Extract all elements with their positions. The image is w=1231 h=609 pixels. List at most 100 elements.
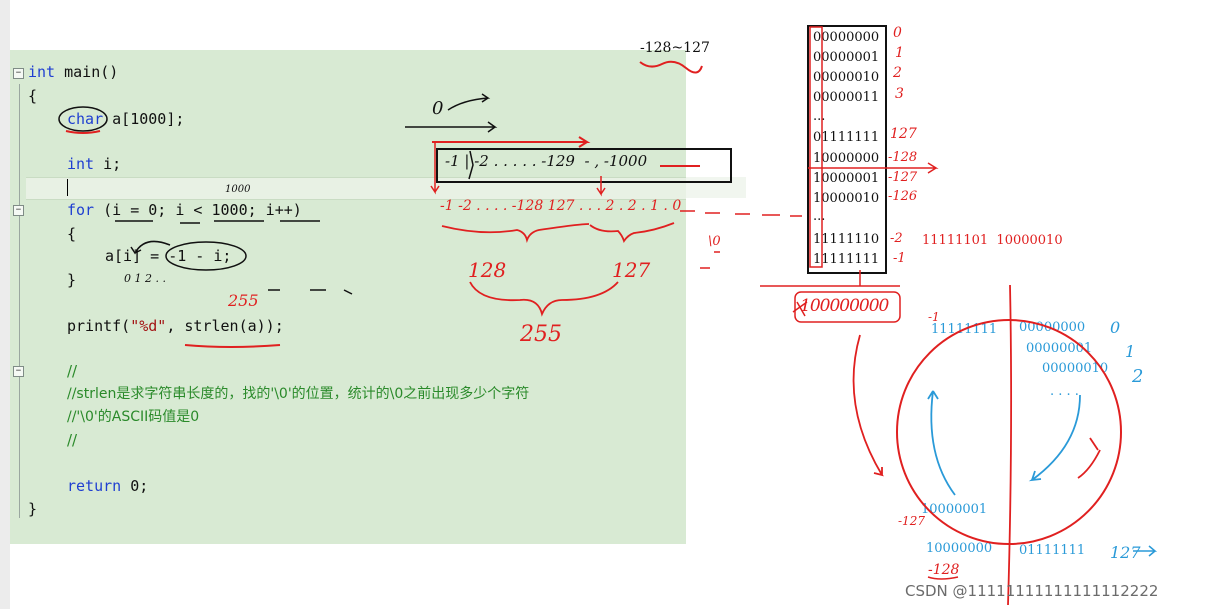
printf-format-string: "%d" bbox=[130, 317, 167, 335]
circle-label-00000010: 00000010 bbox=[1042, 361, 1109, 376]
printf-underline bbox=[184, 344, 281, 348]
table-bottom-red-line bbox=[760, 270, 900, 287]
brace-big bbox=[469, 281, 619, 317]
circle-count-1: 1 bbox=[1125, 342, 1136, 361]
code-line-printf: printf("%d", strlen(a)); bbox=[67, 316, 284, 336]
overflow-box bbox=[794, 291, 901, 323]
minus128-underline bbox=[927, 576, 959, 580]
wheel-blue-arrow-left bbox=[927, 390, 956, 496]
table-row: 00000000 bbox=[813, 30, 880, 45]
circle-label-10000001: 10000001 bbox=[921, 502, 988, 517]
circle-count-0: 0 bbox=[1110, 318, 1121, 337]
table-label: -127 bbox=[888, 170, 918, 185]
table-row: 10000000 bbox=[813, 151, 880, 166]
code-line-open-brace: { bbox=[28, 87, 38, 105]
table-label: 3 bbox=[895, 86, 904, 102]
table-row: 01111111 bbox=[813, 130, 880, 145]
comment-line-1: // bbox=[67, 362, 78, 380]
table-row: 10000001 bbox=[813, 171, 880, 186]
char-circle bbox=[58, 106, 108, 132]
table-label: -128 bbox=[888, 150, 918, 165]
wheel-axis bbox=[1007, 284, 1013, 606]
csdn-watermark: CSDN @11111111111111112222 bbox=[905, 582, 1159, 600]
keyword-return: return bbox=[67, 477, 122, 495]
wheel-arrow-in bbox=[852, 334, 884, 477]
circle-label-minus128: -128 bbox=[928, 562, 960, 578]
range-underline bbox=[639, 60, 703, 74]
code-editor-panel[interactable] bbox=[10, 50, 686, 544]
comment-line-3: //'\0'的ASCII码值是0 bbox=[67, 409, 200, 425]
note-1000: 1000 bbox=[225, 184, 251, 195]
printf-fn: printf( bbox=[67, 317, 131, 335]
circle-dots: . . . . bbox=[1050, 384, 1079, 399]
fold-toggle-main[interactable]: − bbox=[13, 68, 24, 79]
circle-mark-minus1: -1 bbox=[928, 310, 940, 324]
red-dash-small bbox=[700, 251, 720, 269]
top-scribble-zero: 0 bbox=[432, 98, 444, 119]
table-row: 00000011 bbox=[813, 90, 880, 105]
code-line-open-for: { bbox=[67, 225, 77, 243]
red-arrow-top bbox=[432, 136, 591, 148]
code-line-main: int main() bbox=[28, 62, 118, 82]
circle-label-10000000: 10000000 bbox=[926, 541, 993, 556]
circle-label-minus127: -127 bbox=[898, 514, 925, 528]
keyword-for: for bbox=[67, 201, 95, 219]
code-line-return: return 0; bbox=[67, 476, 148, 496]
fold-toggle-for[interactable]: − bbox=[13, 205, 24, 216]
value-sequence: -1 -2 . . . . -128 127 . . . 2 . 2 . 1 .… bbox=[440, 198, 682, 214]
value-wheel bbox=[896, 319, 1122, 545]
table-row: 00000001 bbox=[813, 50, 880, 65]
count-128: 128 bbox=[468, 258, 507, 282]
main-signature: main() bbox=[55, 63, 119, 81]
code-line-for: for (i = 0; i < 1000; i++) bbox=[67, 200, 302, 220]
wheel-bottom-arrow bbox=[1133, 545, 1158, 557]
table-row: 11111111 bbox=[813, 252, 880, 267]
comment-line-2: //strlen是求字符串长度的，找的'\0'的位置，统计的\0之前出现多少个字… bbox=[67, 386, 530, 402]
brace-right bbox=[589, 222, 675, 244]
overflow-bits: 100000000 bbox=[800, 296, 889, 316]
wheel-blue-arrow-right bbox=[1028, 394, 1081, 482]
table-red-row-mark bbox=[808, 162, 939, 174]
assign-arrow bbox=[130, 240, 171, 255]
printf-rest: , strlen(a)); bbox=[166, 317, 284, 335]
box-arrow-to-127 bbox=[596, 176, 606, 197]
fold-toggle-comment[interactable]: − bbox=[13, 366, 24, 377]
table-label: 2 bbox=[893, 65, 902, 81]
top-arrow-2 bbox=[405, 121, 498, 133]
code-line-close-main: } bbox=[28, 500, 38, 518]
binary-value-table: 00000000 00000001 00000010 00000011 ... … bbox=[807, 25, 887, 274]
table-side-binary: 11111101 10000010 bbox=[922, 233, 1063, 248]
table-label: -126 bbox=[888, 189, 918, 204]
box-divider bbox=[468, 150, 474, 180]
table-label: 127 bbox=[890, 126, 917, 142]
text-cursor bbox=[67, 179, 68, 196]
keyword-int: int bbox=[28, 63, 56, 81]
note-255-small: 255 bbox=[228, 291, 259, 310]
red-dash-line bbox=[680, 210, 802, 217]
code-line-decl: char a[1000]; bbox=[67, 109, 184, 129]
table-row: 10000010 bbox=[813, 191, 880, 206]
box-red-arrow-down bbox=[430, 142, 440, 195]
expr-circle bbox=[165, 241, 247, 271]
circle-label-00000001: 00000001 bbox=[1026, 341, 1093, 356]
dashes-after-loop bbox=[268, 289, 353, 295]
overflow-strike bbox=[792, 301, 808, 317]
decl-rest: a[1000]; bbox=[103, 110, 185, 128]
circle-count-2: 2 bbox=[1132, 366, 1144, 387]
table-label: -2 bbox=[890, 231, 903, 246]
top-arrow-1 bbox=[447, 93, 491, 111]
array-box bbox=[436, 148, 732, 183]
for-rest: (i = 0; i < 1000; i++) bbox=[94, 201, 302, 219]
fold-guide-for bbox=[19, 218, 20, 282]
table-label: 1 bbox=[895, 45, 904, 61]
fold-guide-main bbox=[19, 84, 20, 518]
code-line-assign: a[i] = -1 - i; bbox=[105, 247, 232, 265]
comment-line-4: // bbox=[67, 431, 78, 449]
wheel-arrow-right bbox=[1077, 437, 1101, 479]
array-box-text: -1 | -2 . . . . . -129 - , -1000 bbox=[445, 152, 648, 170]
table-label: -1 bbox=[893, 251, 906, 266]
code-line-decl-i: int i; bbox=[67, 154, 121, 174]
decl-i-rest: i; bbox=[94, 155, 122, 173]
circle-label-01111111: 01111111 bbox=[1019, 543, 1086, 558]
